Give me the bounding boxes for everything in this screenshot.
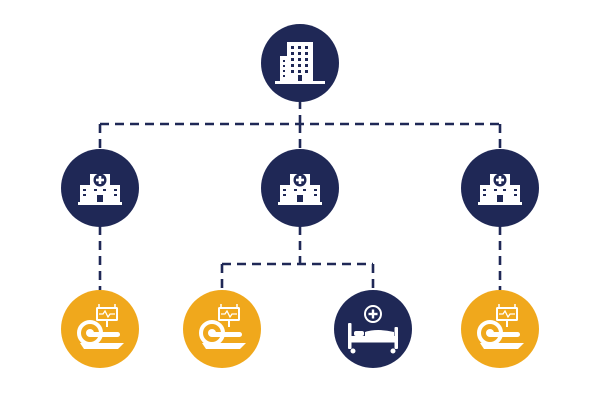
bed-node [334, 290, 412, 368]
hospital-node-center [261, 149, 339, 227]
scanner-node-right [461, 290, 539, 368]
hospital-node-right [461, 149, 539, 227]
headquarters-node [261, 24, 339, 102]
scanner-node-left [61, 290, 139, 368]
scanner-node-center [183, 290, 261, 368]
hospital-node-left [61, 149, 139, 227]
